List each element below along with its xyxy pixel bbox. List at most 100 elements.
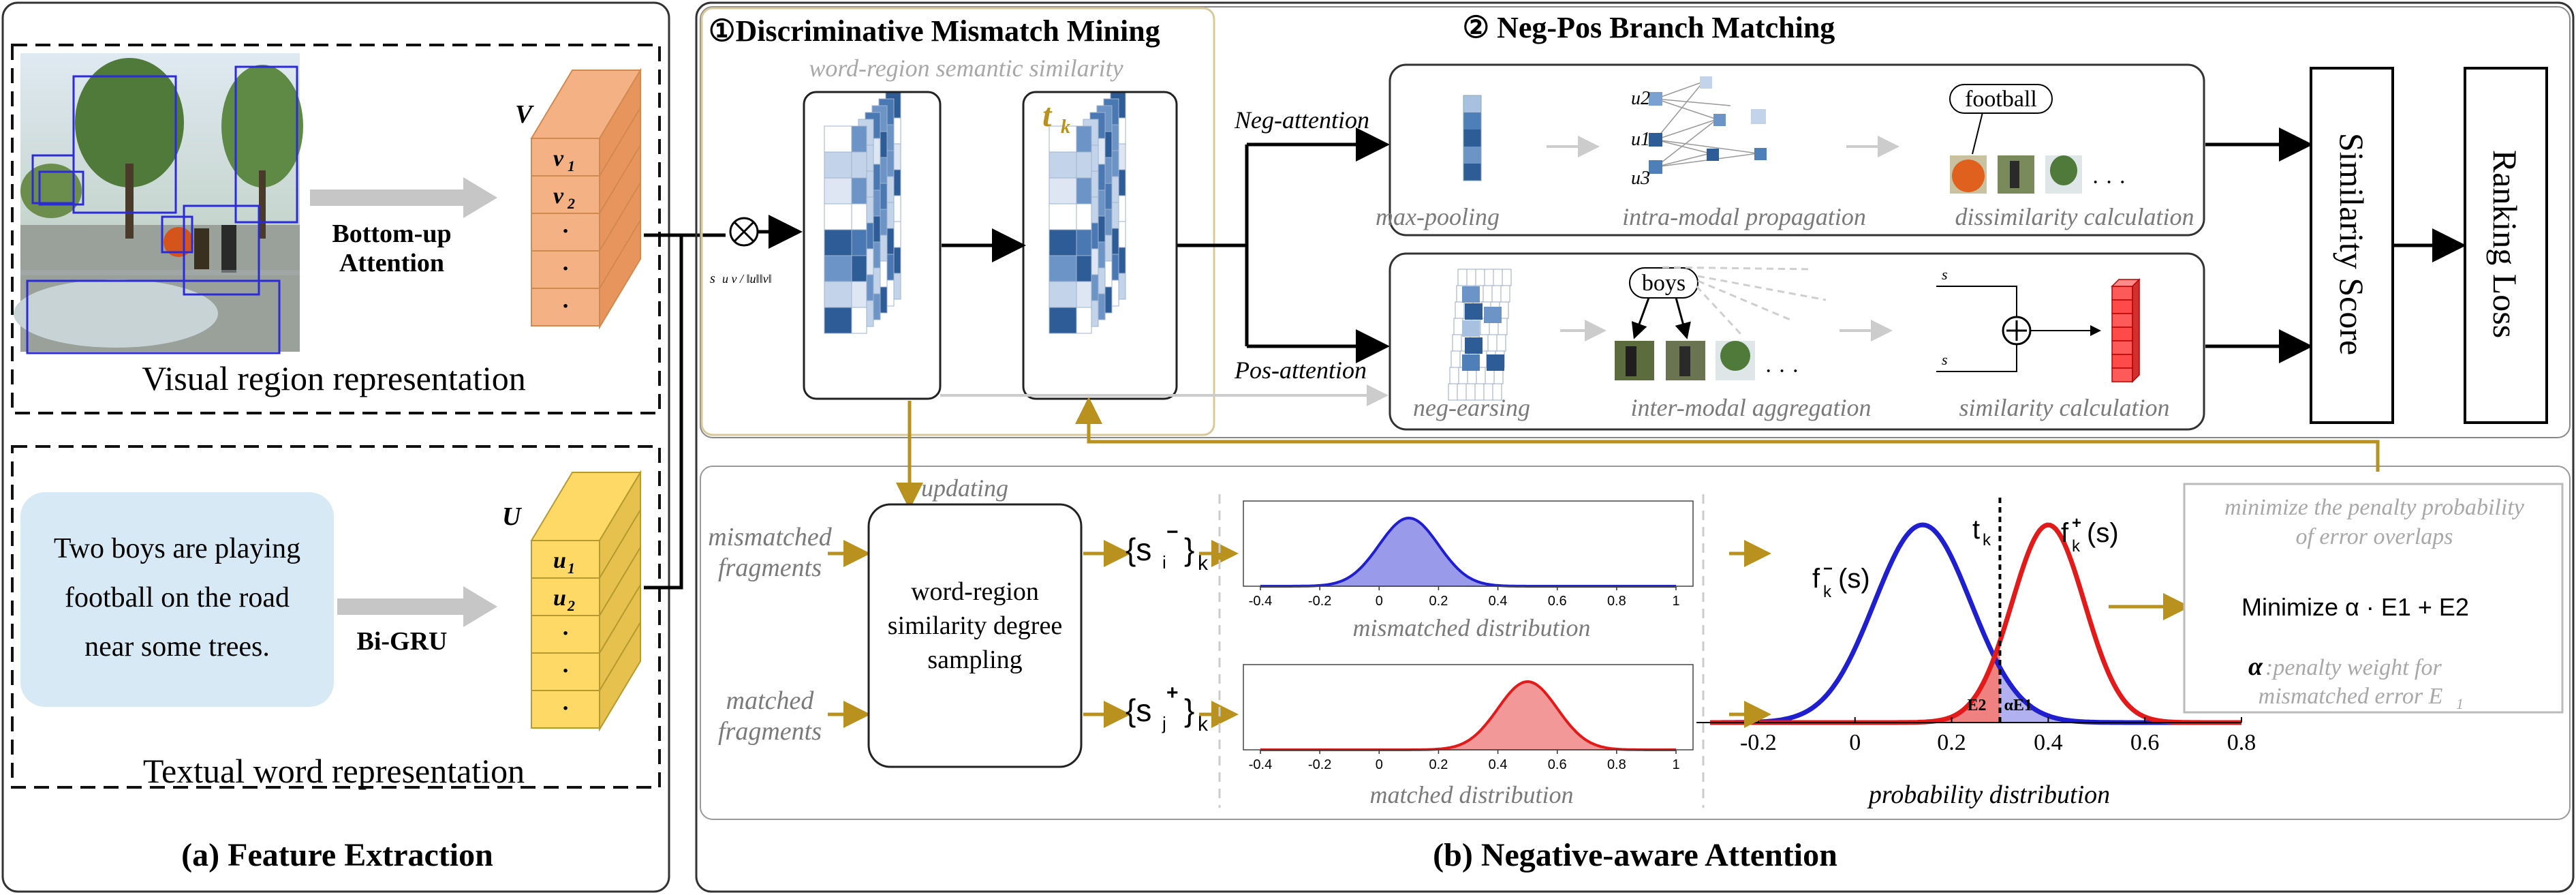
ae1-label: αE1: [2004, 697, 2032, 714]
x-tick-label: 0.2: [1429, 594, 1448, 609]
x-tick-label: 0.8: [1607, 757, 1626, 772]
f-plus-sub: k: [2072, 537, 2081, 556]
u-label: U: [502, 502, 523, 531]
min-penalty-line-1: minimize the penalty probability: [2224, 495, 2525, 520]
matrix-cell: [1076, 255, 1092, 282]
f-minus-sup: −: [1823, 560, 1833, 578]
positive-thumbnails: [1615, 341, 1755, 380]
f-minus-arg: (s): [1838, 564, 1870, 594]
matrix-front-cell: [1049, 177, 1077, 204]
dissimilarity-label: dissimilarity calculation: [1955, 203, 2194, 230]
u-dot-3: ·: [561, 696, 569, 721]
node-u1: u1: [1631, 129, 1650, 150]
f-plus: f: [2061, 518, 2069, 548]
x-tick-label: 1: [1672, 594, 1679, 609]
x-tick-label: -0.2: [1308, 757, 1331, 772]
football-label: football: [1965, 87, 2037, 112]
matrix-front-cell: [1049, 255, 1077, 282]
formula-s: s: [710, 271, 715, 286]
grid-cell: [1452, 334, 1462, 352]
prob-x-tick-label: -0.2: [1740, 730, 1777, 755]
matrix-cell: [1076, 125, 1092, 153]
ranking-loss-label: Ranking Loss: [2486, 150, 2524, 338]
boys-arrow-1: [1631, 297, 1650, 339]
prob-x-tick-label: 0.2: [1937, 730, 1966, 755]
set-plus-text: {s: [1126, 693, 1151, 728]
f-plus-arg: (s): [2087, 518, 2119, 548]
matrix-front-cell: [1049, 229, 1077, 256]
set-plus-sub: j: [1162, 713, 1166, 733]
alpha-note-2-sub: 1: [2456, 695, 2464, 712]
set-plus-end: }: [1184, 693, 1194, 728]
tk-threshold-label: t: [1972, 515, 1980, 545]
matrix-box-1: [803, 91, 942, 400]
textual-caption: Textual word representation: [143, 752, 525, 790]
v1-sub: 1: [568, 157, 575, 175]
x-tick-label: 0.2: [1429, 757, 1448, 772]
pos-branch-box: [1388, 252, 2205, 431]
upper-section-border: [700, 6, 2571, 438]
textual-dashed-box: [11, 445, 661, 789]
matrix-cell: [1076, 281, 1092, 308]
grid-cell: [1492, 383, 1502, 401]
intra-modal-label: intra-modal propagation: [1622, 203, 1866, 230]
v-dot-1: ·: [561, 219, 569, 244]
matrix-front-cell: [1049, 125, 1077, 153]
f-minus-sub: k: [1823, 583, 1832, 601]
matrix-cell: [851, 307, 867, 334]
sampling-line-3: sampling: [927, 646, 1022, 674]
matrix-cell: [851, 177, 867, 204]
feedback-arrow: [1075, 397, 2380, 472]
grid-cell: [1500, 285, 1510, 303]
panel-a-title: (a) Feature Extraction: [181, 837, 493, 873]
sr-label: s: [1942, 351, 1948, 368]
node-u3: u3: [1631, 168, 1650, 189]
tk-sub: k: [1061, 117, 1070, 138]
matrix-cell: [1076, 307, 1092, 334]
grid-cell: [1475, 269, 1485, 286]
dist-curve: [1260, 516, 1676, 588]
pos-ellipsis: · · ·: [1765, 359, 1799, 384]
alpha-note-1: :penalty weight for: [2265, 655, 2442, 680]
f-plus-sup: +: [2072, 514, 2081, 532]
u-dot-2: ·: [561, 658, 569, 684]
panel-b-border: [695, 1, 2575, 893]
matrix-cell: [1076, 229, 1092, 256]
x-tick-label: 0: [1376, 757, 1383, 772]
grid-highlight: [1484, 307, 1502, 323]
x-tick-label: -0.4: [1249, 757, 1272, 772]
min-penalty-line-2: of error overlaps: [2295, 524, 2453, 549]
matrix-front-cell: [824, 203, 852, 230]
sampling-line-1: word-region: [911, 577, 1039, 606]
v-label: V: [515, 100, 534, 129]
grid-highlight: [1462, 286, 1480, 303]
x-tick-label: -0.4: [1249, 594, 1272, 609]
matrix-front-cell: [824, 125, 852, 153]
overlap-e1-area: [2000, 667, 2241, 723]
visual-feature-stack: [530, 67, 642, 330]
grid-cell: [1487, 334, 1498, 352]
set-minus-sup: −: [1166, 521, 1179, 543]
grid-cell: [1493, 269, 1503, 286]
alpha-symbol: α: [2248, 652, 2263, 681]
set-minus: {s i − } k: [1126, 521, 1209, 575]
grid-highlight: [1462, 354, 1480, 371]
matrix-cell: [851, 125, 867, 153]
grid-cell: [1453, 318, 1463, 335]
visual-caption: Visual region representation: [142, 359, 525, 397]
sentence-bubble: [20, 492, 334, 707]
matrix-front-cell: [1049, 151, 1077, 179]
multiply-operator: [729, 217, 759, 247]
matrix-front-cell: [1049, 281, 1077, 308]
grid-cell: [1449, 367, 1459, 384]
dmm-subtitle: word-region semantic similarity: [809, 55, 1123, 82]
grid-cell: [1491, 285, 1502, 303]
x-tick-label: 1: [1672, 757, 1679, 772]
mismatched-line-2: fragments: [718, 553, 822, 582]
u2-sub: 2: [567, 597, 575, 614]
bigru-label: Bi-GRU: [357, 627, 448, 656]
f-minus-label: f − k (s): [1812, 560, 1870, 601]
neg-ellipsis: · · ·: [2092, 170, 2126, 195]
pos-attention-label: Pos-attention: [1234, 357, 1367, 384]
